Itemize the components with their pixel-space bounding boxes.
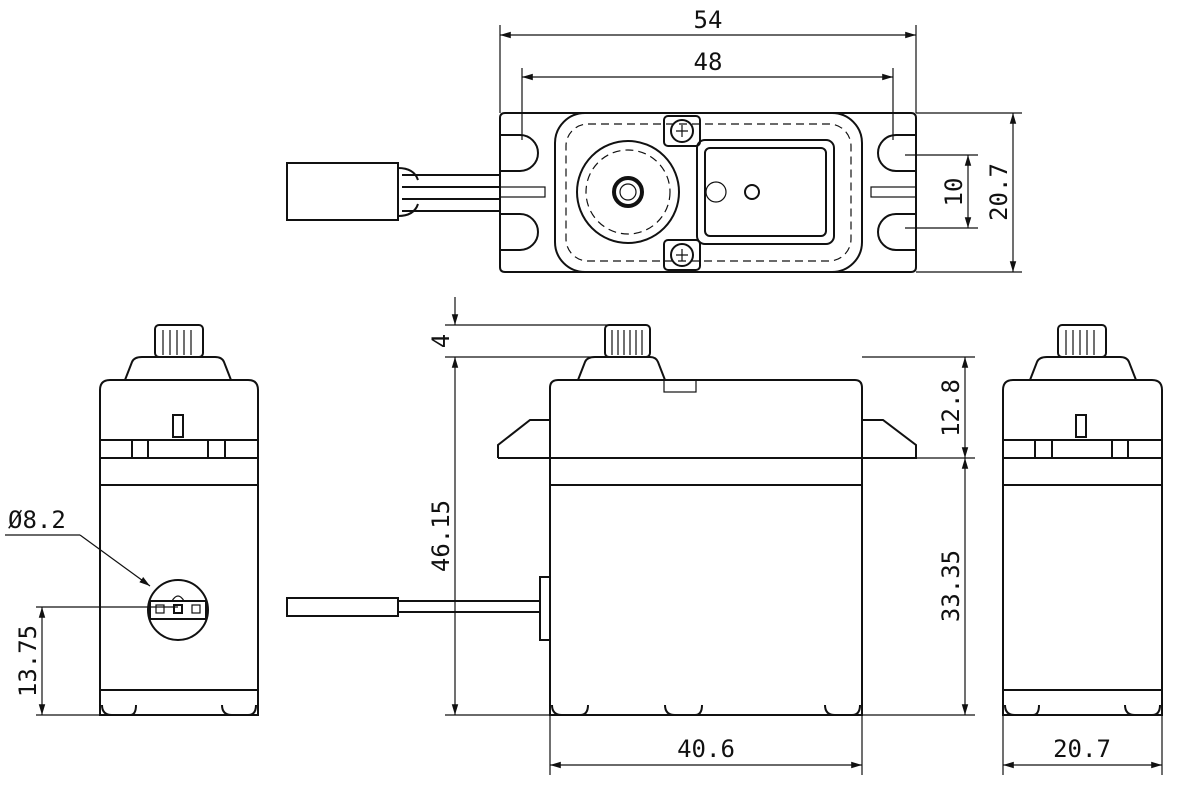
left-side-view: Ø8.2 13.75 xyxy=(5,324,259,716)
dim-40-6: 40.6 xyxy=(677,735,735,763)
dim-20-7-top: 20.7 xyxy=(985,163,1013,221)
connector-socket xyxy=(147,579,209,641)
right-side-view: 20.7 xyxy=(1002,324,1163,775)
front-view: 4 46.15 12.8 33.35 40.6 xyxy=(286,297,975,775)
connector-plug xyxy=(286,162,399,221)
dim-12-8: 12.8 xyxy=(937,379,965,437)
dim-48: 48 xyxy=(694,48,723,76)
horn-circle xyxy=(576,140,680,244)
dim-13-75: 13.75 xyxy=(14,625,42,697)
dim-33-35: 33.35 xyxy=(937,550,965,622)
screw-top xyxy=(663,115,701,147)
dim-4: 4 xyxy=(427,334,455,348)
screw-bottom xyxy=(663,239,701,271)
dim-diameter-8-2: Ø8.2 xyxy=(8,506,66,534)
cable-plug xyxy=(286,597,399,617)
top-view: 54 48 20.7 10 xyxy=(286,6,1022,273)
dim-10: 10 xyxy=(940,178,968,207)
dim-54: 54 xyxy=(694,6,723,34)
dim-20-7-side: 20.7 xyxy=(1053,735,1111,763)
dim-46-15: 46.15 xyxy=(427,500,455,572)
